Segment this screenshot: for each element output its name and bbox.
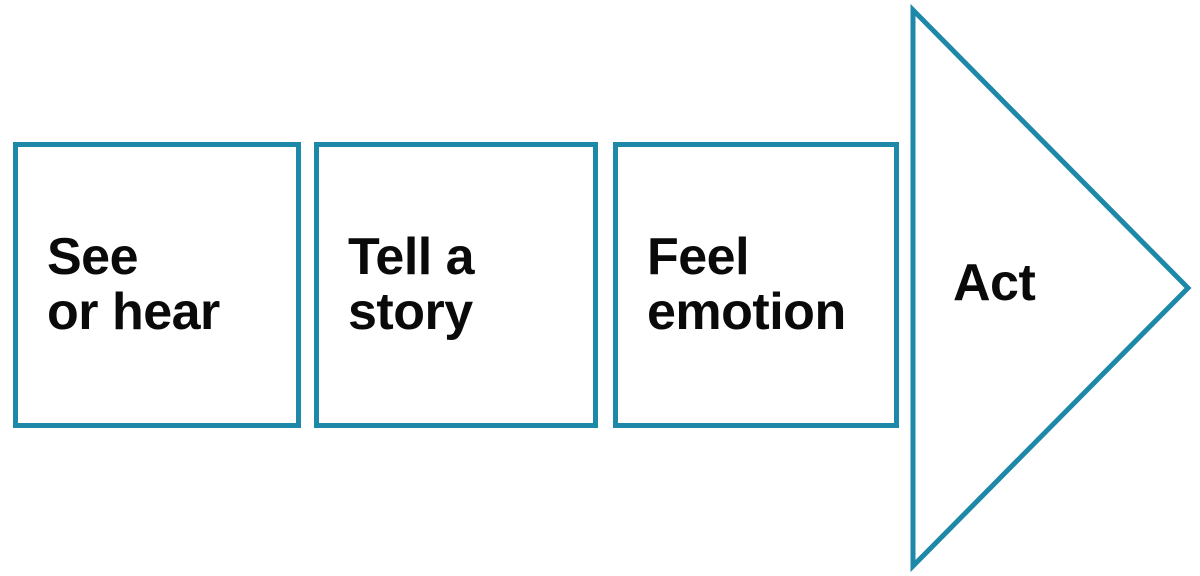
stage-box-tell-a-story[interactable]: Tell a story: [314, 142, 598, 428]
arrow-triangle-shape: [910, 3, 1192, 573]
right-arrow-icon: [910, 3, 1192, 573]
stage-label-tell-a-story: Tell a story: [348, 227, 475, 341]
stage-label-see-or-hear: See or hear: [47, 227, 220, 341]
stage-box-see-or-hear[interactable]: See or hear: [13, 142, 301, 428]
stage-label-feel-emotion: Feel emotion: [647, 227, 846, 341]
arrow-head-act[interactable]: Act: [905, 0, 1200, 576]
arrow-label-act: Act: [953, 254, 1036, 312]
stage-box-feel-emotion[interactable]: Feel emotion: [613, 142, 899, 428]
